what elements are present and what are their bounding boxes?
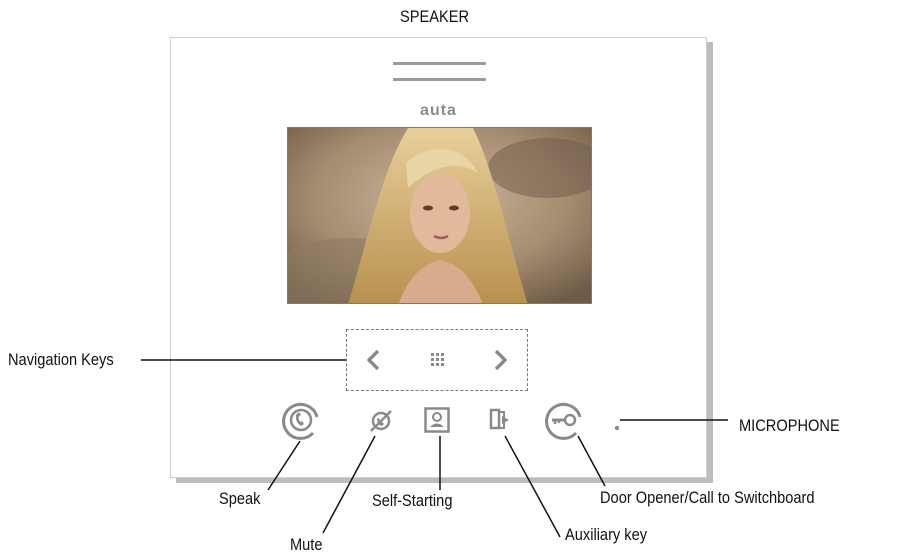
auxiliary-key-label: Auxiliary key [565,525,648,544]
door-exit-icon [489,408,509,430]
mute-button[interactable] [368,408,394,439]
door-opener-label: Door Opener/Call to Switchboard [600,488,815,507]
chevron-right-icon[interactable] [494,349,508,376]
speaker-grille-bottom [393,78,486,81]
camera-portrait-icon [424,407,450,433]
grid-menu-icon[interactable] [431,353,445,372]
speaker-grille-top [393,62,486,65]
self-starting-button[interactable] [424,407,450,438]
video-screen [287,127,592,304]
phone-handset-icon [282,402,319,440]
speak-button[interactable] [281,400,321,445]
brand-logo: auta [420,102,457,119]
mute-leader [322,435,376,534]
mute-label: Mute [290,535,323,554]
navigation-keys-label: Navigation Keys [8,350,114,369]
door-opener-button[interactable] [544,400,584,445]
speak-leader [267,440,301,491]
navigation-keys-panel [346,329,528,391]
speaker-label: SPEAKER [400,7,470,26]
key-icon [545,402,582,440]
speak-label: Speak [219,489,261,508]
auxiliary-leader [504,435,561,538]
mute-icon [370,410,392,432]
camera-image [288,128,591,303]
microphone-hole-icon [614,418,620,436]
self-starting-label: Self-Starting [372,491,453,510]
intercom-monitor: auta [170,37,707,478]
door-opener-leader [577,435,606,487]
auxiliary-button[interactable] [489,408,511,437]
microphone-label: MICROPHONE [739,416,840,435]
chevron-left-icon[interactable] [366,349,380,376]
